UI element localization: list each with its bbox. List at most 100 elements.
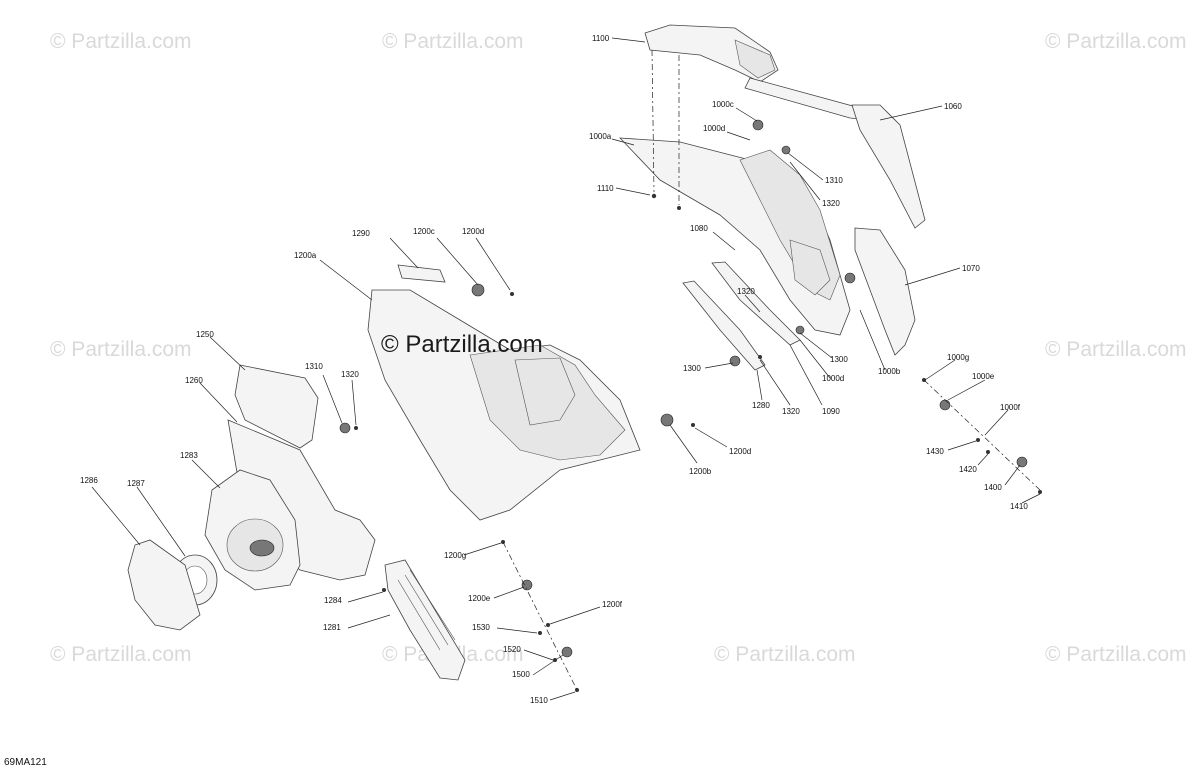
- part-label-1000d: 1000d: [703, 124, 725, 133]
- part-label-1310: 1310: [305, 362, 323, 371]
- part-label-1400: 1400: [984, 483, 1002, 492]
- watermark: © Partzilla.com: [1045, 643, 1187, 666]
- screw-1284: [382, 588, 386, 592]
- screw-1200f: [546, 623, 550, 627]
- screw-1200d-top: [510, 292, 514, 296]
- part-label-1287: 1287: [127, 479, 145, 488]
- part-label-1530: 1530: [472, 623, 490, 632]
- part-1283-knob: [249, 539, 275, 557]
- part-label-1100: 1100: [592, 34, 610, 43]
- part-label-1410: 1410: [1010, 502, 1028, 511]
- part-label-1284: 1284: [324, 596, 342, 605]
- part-label-1200b: 1200b: [689, 467, 712, 476]
- part-label-1000c: 1000c: [712, 100, 734, 109]
- part-label-1200d: 1200d: [462, 227, 484, 236]
- part-label-1320: 1320: [341, 370, 359, 379]
- part-label-1283: 1283: [180, 451, 198, 460]
- assembly-line: [923, 379, 1041, 491]
- part-1090: [682, 280, 766, 371]
- part-label-1000e: 1000e: [972, 372, 995, 381]
- part-1281-slot: [404, 574, 449, 646]
- part-label-1200f: 1200f: [602, 600, 623, 609]
- part-1281: [384, 559, 466, 681]
- assembly-line: [651, 49, 655, 193]
- part-1060-panel: [851, 104, 926, 229]
- fastener-1300-right: [844, 272, 856, 284]
- part-label-1520: 1520: [503, 645, 521, 654]
- part-1000a-window: [789, 239, 831, 296]
- part-1286: [127, 539, 201, 631]
- part-label-1080: 1080: [690, 224, 708, 233]
- screw-1200d-mid: [691, 423, 695, 427]
- part-label-1110: 1110: [597, 184, 614, 193]
- screw-1420: [986, 450, 990, 454]
- part-label-1320: 1320: [737, 287, 755, 296]
- fastener-1200c: [471, 283, 485, 297]
- fastener-1000e: [939, 399, 951, 411]
- watermark: © Partzilla.com: [50, 338, 192, 361]
- part-label-1250: 1250: [196, 330, 214, 339]
- parts-layer: [127, 24, 1042, 692]
- part-label-1000f: 1000f: [1000, 403, 1021, 412]
- part-label-1000a: 1000a: [589, 132, 612, 141]
- watermark: © Partzilla.com: [50, 30, 192, 53]
- part-label-1500: 1500: [512, 670, 530, 679]
- screw-1430: [976, 438, 980, 442]
- part-label-1070: 1070: [962, 264, 980, 273]
- assembly-line: [502, 541, 578, 691]
- fastener-1400: [1016, 456, 1028, 468]
- part-label-1320: 1320: [782, 407, 800, 416]
- part-1290: [397, 264, 446, 283]
- part-1250: [234, 364, 319, 449]
- part-label-1300: 1300: [830, 355, 848, 364]
- part-label-1320: 1320: [822, 199, 840, 208]
- part-label-1280: 1280: [752, 401, 770, 410]
- fastener-1000d-mid: [795, 325, 805, 335]
- part-label-1430: 1430: [926, 447, 944, 456]
- part-label-1060: 1060: [944, 102, 962, 111]
- part-label-1510: 1510: [530, 696, 548, 705]
- part-label-1200d: 1200d: [729, 447, 751, 456]
- fastener-1310-top: [781, 145, 791, 155]
- screw-1530: [538, 631, 542, 635]
- fastener-1500: [561, 646, 573, 658]
- drawing-code: 69MA121: [4, 757, 47, 768]
- screw-1410: [1038, 490, 1042, 494]
- fastener-1200e: [521, 579, 533, 591]
- part-label-1281: 1281: [323, 623, 341, 632]
- fastener-1310-left: [339, 422, 351, 434]
- part-label-1000b: 1000b: [878, 367, 901, 376]
- screw-1320-left: [354, 426, 358, 430]
- screw-1110: [651, 193, 657, 199]
- part-number-labels: 1100 1060 1000c 1000d 1000a 1310 1320 11…: [80, 34, 1028, 705]
- part-1281-slot: [409, 569, 456, 641]
- part-1200a-window: [514, 357, 576, 426]
- watermark: © Partzilla.com: [1045, 30, 1187, 53]
- watermark: © Partzilla.com: [50, 643, 192, 666]
- part-label-1200g: 1200g: [444, 551, 466, 560]
- screw-1320-mid: [758, 355, 762, 359]
- part-1281-slot: [397, 579, 441, 651]
- part-label-1420: 1420: [959, 465, 977, 474]
- part-label-1290: 1290: [352, 229, 370, 238]
- watermark: © Partzilla.com: [714, 643, 856, 666]
- fastener-1000c: [752, 119, 764, 131]
- part-label-1000g: 1000g: [947, 353, 969, 362]
- main-watermark: © Partzilla.com: [381, 331, 543, 358]
- fastener-1200b: [660, 413, 674, 427]
- watermark: © Partzilla.com: [382, 30, 524, 53]
- part-label-1000d: 1000d: [822, 374, 844, 383]
- part-1060-strip: [744, 77, 871, 121]
- part-label-1090: 1090: [822, 407, 840, 416]
- part-label-1200a: 1200a: [294, 251, 317, 260]
- part-label-1310: 1310: [825, 176, 843, 185]
- part-label-1200e: 1200e: [468, 594, 491, 603]
- screw-1510: [575, 688, 579, 692]
- fastener-1300-left: [729, 355, 741, 367]
- watermark: © Partzilla.com: [1045, 338, 1187, 361]
- screw: [677, 206, 681, 210]
- leader-lines: [91, 37, 1041, 701]
- watermark-layer: © Partzilla.com © Partzilla.com © Partzi…: [50, 30, 1187, 666]
- part-1100-detail: [734, 39, 776, 79]
